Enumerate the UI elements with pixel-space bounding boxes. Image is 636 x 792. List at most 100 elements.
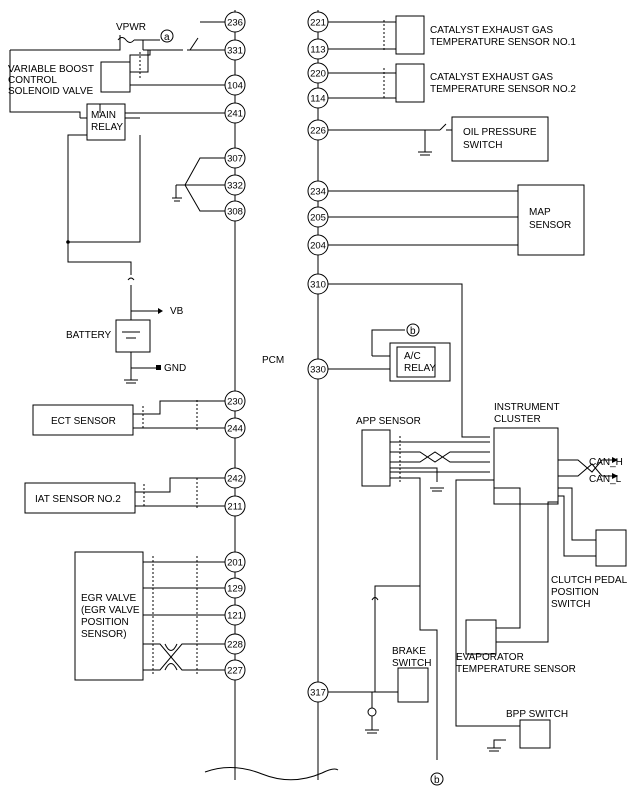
pin-number: 226: [310, 126, 326, 137]
gnd-label: GND: [164, 363, 186, 374]
ac-relay-line1: A/C: [404, 351, 421, 362]
pin-number: 310: [310, 280, 326, 291]
pin310-wire: [328, 283, 490, 438]
evap-line2: TEMPERATURE SENSOR: [456, 664, 576, 675]
egr-valve-line1: EGR VALVE: [81, 593, 137, 604]
variable-boost-line1: VARIABLE BOOST: [8, 64, 94, 75]
catalyst-sensor-1: CATALYST EXHAUST GAS TEMPERATURE SENSOR …: [328, 15, 576, 55]
pin-204: 204: [307, 234, 329, 256]
clutch-line3: SWITCH: [551, 599, 590, 610]
main-relay-line1: MAIN: [91, 110, 116, 121]
instrument-cluster: INSTRUMENT CLUSTER CAN_H CAN_L: [455, 402, 623, 727]
brake-switch: BRAKE SWITCH: [328, 585, 431, 734]
main-relay-line2: RELAY: [91, 122, 123, 133]
pin-bubble: [224, 577, 246, 599]
pin-114: 114: [307, 87, 329, 109]
pin-bubble: [307, 234, 329, 256]
pcm-label: PCM: [262, 355, 284, 366]
pin-number: 204: [310, 241, 326, 252]
oil-pressure-line2: SWITCH: [463, 140, 502, 151]
map-sensor-line1: MAP: [529, 207, 551, 218]
pin-230: 230: [224, 390, 246, 412]
pin-bubble: [224, 467, 246, 489]
catalyst2-line1: CATALYST EXHAUST GAS: [430, 72, 553, 83]
pin-bubble: [224, 417, 246, 439]
bpp-switch: BPP SWITCH: [487, 709, 568, 752]
main-relay: MAIN RELAY: [66, 103, 225, 275]
pin-bubble: [224, 495, 246, 517]
connector-b-top: b: [406, 323, 420, 337]
pin-bubble: [224, 551, 246, 573]
battery-label: BATTERY: [66, 330, 112, 341]
pin-221: 221: [307, 11, 329, 33]
evap-line1: EVAPORATOR: [456, 652, 524, 663]
pin-220: 220: [307, 62, 329, 84]
pin-244: 244: [224, 417, 246, 439]
vpwr-circuit: VPWR: [9, 21, 225, 118]
pin-bubble: [224, 11, 246, 33]
pin-number: 129: [227, 584, 243, 595]
variable-boost-line2: CONTROL: [8, 75, 57, 86]
pin-bubble: [307, 206, 329, 228]
pin-number: 220: [310, 69, 326, 80]
clutch-pedal-switch: CLUTCH PEDAL POSITION SWITCH: [551, 529, 628, 610]
pin-bubble: [307, 62, 329, 84]
pin-227: 227: [224, 659, 246, 681]
catalyst1-line2: TEMPERATURE SENSOR NO.1: [430, 37, 576, 48]
pin-number: 331: [227, 46, 243, 57]
egr-valve-line4: SENSOR): [81, 629, 127, 640]
pin-201: 201: [224, 551, 246, 573]
cluster-line1: INSTRUMENT: [494, 402, 560, 413]
pin-bubble: [224, 147, 246, 169]
pin-bubble: [224, 74, 246, 96]
pin-317: 317: [307, 681, 329, 703]
vb-label: VB: [170, 306, 184, 317]
pin-bubble: [224, 200, 246, 222]
pin-234: 234: [307, 180, 329, 202]
pin-308: 308: [224, 200, 246, 222]
pin-number: 307: [227, 154, 243, 165]
bpp-label: BPP SWITCH: [506, 709, 568, 720]
egr-valve: EGR VALVE (EGR VALVE POSITION SENSOR): [74, 551, 225, 681]
ect-sensor: ECT SENSOR: [32, 400, 225, 436]
pin-241: 241: [224, 102, 246, 124]
pin-number: 104: [227, 81, 243, 92]
pin-bubble: [307, 180, 329, 202]
app-sensor-label: APP SENSOR: [356, 416, 421, 427]
pin-bubble: [224, 604, 246, 626]
pin-211: 211: [224, 495, 246, 517]
ac-relay-line2: RELAY: [404, 363, 436, 374]
pin-bubble: [224, 633, 246, 655]
evaporator-sensor: EVAPORATOR TEMPERATURE SENSOR: [456, 619, 576, 675]
pin-129: 129: [224, 577, 246, 599]
connector-a-label: a: [164, 32, 170, 43]
oil-pressure-line1: OIL PRESSURE: [463, 127, 537, 138]
oil-pressure-switch: OIL PRESSURE SWITCH: [328, 116, 549, 162]
pin-number: 121: [227, 611, 243, 622]
variable-boost-solenoid: VARIABLE BOOST CONTROL SOLENOID VALVE: [8, 64, 94, 97]
pin-310: 310: [307, 273, 329, 295]
pin-121: 121: [224, 604, 246, 626]
pin-bubble: [307, 119, 329, 141]
ac-relay: A/C RELAY: [328, 329, 451, 382]
map-sensor: MAP SENSOR: [328, 184, 585, 256]
pin-number: 211: [227, 502, 242, 513]
catalyst2-line2: TEMPERATURE SENSOR NO.2: [430, 84, 576, 95]
egr-valve-line2: (EGR VALVE: [81, 605, 140, 616]
pin-331: 331: [224, 39, 246, 61]
pin-bubble: [224, 390, 246, 412]
pin-bubble: [224, 39, 246, 61]
egr-valve-line3: POSITION: [81, 617, 129, 628]
pin-bubble: [307, 87, 329, 109]
pin-number: 228: [227, 640, 243, 651]
pin-330: 330: [307, 358, 329, 380]
map-sensor-line2: SENSOR: [529, 220, 571, 231]
pin-number: 205: [310, 213, 326, 224]
pin-number: 242: [227, 474, 243, 485]
pin-242: 242: [224, 467, 246, 489]
pin-205: 205: [307, 206, 329, 228]
pin-bubble: [307, 38, 329, 60]
iat-sensor-label: IAT SENSOR NO.2: [35, 494, 121, 505]
